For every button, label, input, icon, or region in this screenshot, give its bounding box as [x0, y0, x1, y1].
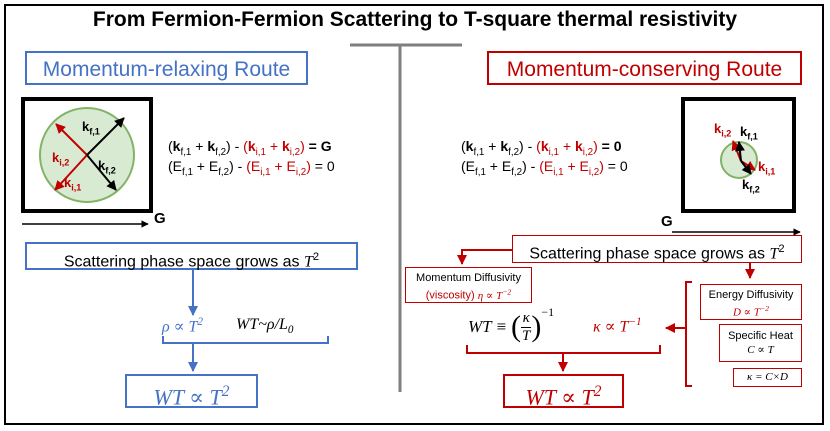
right-result-box: WT ∝ T2: [503, 374, 624, 409]
energy-diffusivity-label: Energy Diffusivity: [708, 289, 794, 301]
specific-heat-label: Specific Heat: [728, 330, 793, 342]
figure-frame: [4, 4, 824, 425]
right-label-kf2: kf,2: [742, 177, 760, 195]
left-arrow-ki2: [55, 123, 88, 156]
left-g-label: G: [154, 210, 166, 227]
right-label-ki1: ki,1: [758, 159, 776, 177]
left-phase-space-box: Scattering phase space grows as T2: [25, 242, 358, 270]
right-g-label: G: [661, 213, 673, 230]
figure-title: From Fermion-Fermion Scattering to T-squ…: [92, 8, 738, 31]
momentum-diffusivity-box: Momentum Diffusivity (viscosity) η ∝ T−2: [405, 267, 532, 303]
right-arrow-kf2: [740, 160, 752, 175]
left-arrow-kf2: [86, 154, 117, 191]
left-label-ki2: ki,2: [52, 150, 70, 168]
left-energy-equation: (Ef,1 + Ef,2) - (Ei,1 + Ei,2) = 0: [168, 158, 335, 178]
specific-heat-box: Specific Heat C ∝ T: [719, 324, 802, 362]
right-phase-space-box: Scattering phase space grows as T2: [512, 235, 802, 263]
left-bracket: [162, 336, 329, 344]
left-label-kf2: kf,2: [98, 158, 116, 176]
left-arrow-ki1: [54, 154, 88, 191]
left-momentum-equation: (kf,1 + kf,2) - (ki,1 + ki,2) = G: [168, 138, 332, 158]
right-diffusivity-bracket: [685, 281, 692, 387]
right-energy-equation: (Ef,1 + Ef,2) - (Ei,1 + Ei,2) = 0: [461, 158, 628, 178]
specific-heat-relation: C ∝ T: [747, 344, 774, 356]
right-branch-left: [457, 249, 512, 265]
left-rho-relation: ρ ∝ T2: [162, 316, 203, 336]
right-route-box: Momentum-conserving Route: [487, 51, 802, 85]
left-result-box: WT ∝ T2: [125, 374, 258, 409]
kappa-cd-box: κ = C×D: [733, 368, 802, 387]
left-wt-rho-relation: WT~ρ/L0: [236, 316, 294, 337]
left-label-kf1: kf,1: [82, 119, 100, 137]
right-label-kf1: kf,1: [740, 124, 758, 142]
left-route-box: Momentum-relaxing Route: [25, 51, 308, 85]
right-wt-definition: WT ≡ ( κ T ) −1: [468, 305, 555, 344]
momentum-diffusivity-label: Momentum Diffusivity: [416, 272, 521, 284]
right-label-ki2: ki,2: [714, 121, 732, 139]
energy-diffusivity-box: Energy Diffusivity D ∝ T−2: [700, 284, 802, 320]
viscosity-relation: (viscosity) η ∝ T−2: [425, 287, 512, 302]
right-arrow-kf1: [734, 141, 745, 162]
right-kappa-relation: κ ∝ T−1: [593, 316, 642, 336]
left-label-ki1: ki,1: [64, 175, 82, 193]
energy-diffusivity-relation: D ∝ T−2: [732, 304, 770, 319]
left-arrow-kf1: [86, 117, 125, 156]
right-momentum-equation: (kf,1 + kf,2) - (ki,1 + ki,2) = 0: [461, 138, 622, 158]
